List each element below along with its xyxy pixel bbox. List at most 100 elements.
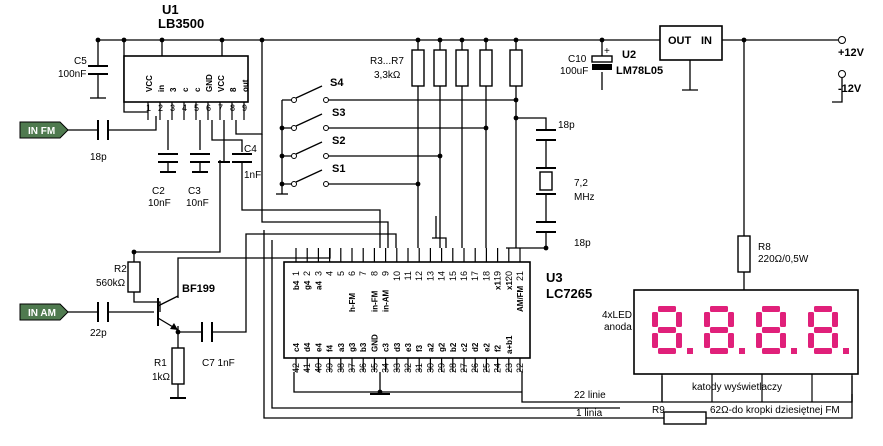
switch-icon: S4 [291, 77, 344, 103]
u3-bottom-pin-number: 38 [336, 363, 346, 373]
u3-top-pin-number: 10 [392, 271, 402, 281]
u3-bottom-pin-number: 39 [325, 363, 335, 373]
u3-top-pin-number: 14 [437, 271, 447, 281]
c3-value: 10nF [186, 198, 209, 209]
u3-top-pin-number: 3 [313, 271, 323, 276]
u3-top-pin-number: 4 [325, 271, 335, 276]
u3-bottom-pin-label: a+b1 [505, 335, 514, 354]
u3-bottom-pin-number: 37 [347, 363, 357, 373]
u3-bottom-pin-label: e2 [482, 343, 491, 352]
u2-out-label: OUT [668, 35, 692, 47]
u3-bottom-pin-label: a2 [426, 343, 435, 352]
wire-junctions [95, 37, 747, 395]
pos-12v-label: +12V [838, 47, 865, 59]
u1-pin-label: 3 [169, 87, 178, 92]
c2-ref: C2 [152, 186, 165, 197]
u3-bottom-pin-label: GND [370, 334, 379, 352]
xtal-top-cap-value: 18p [558, 120, 575, 131]
u3-bottom-pin-number: 30 [425, 363, 435, 373]
switch-icons: S4 S3 S2 S1 [276, 77, 345, 195]
switch-s2-label: S2 [332, 135, 345, 147]
display-digit [756, 306, 797, 354]
u3-top-pin-label: a4 [314, 281, 323, 290]
u3-bottom-pin-label: f4 [326, 344, 335, 352]
u3-bottom-pin-label: f3 [415, 344, 424, 352]
u3-chip: U3 LC7265 1b442c42g441d43a440e4439f4538a… [283, 248, 592, 373]
u3-bottom-pin-number: 26 [470, 363, 480, 373]
u3-top-pin-label: g4 [303, 280, 312, 290]
switch-icon: S3 [291, 107, 345, 131]
u1-pin-label: VCC [217, 75, 226, 92]
display-digit [808, 306, 849, 354]
c10-ref: C10 [568, 54, 587, 65]
u3-bottom-pin-number: 42 [291, 363, 301, 373]
xtal-bottom-cap-value: 18p [574, 238, 591, 249]
u3-top-pin-number: 13 [425, 271, 435, 281]
u1-pin-label: c [181, 87, 190, 92]
u3-top-pin-label: in-AM [382, 289, 391, 312]
c10-polarity: + [604, 46, 610, 57]
am-port-label: IN AM [28, 308, 56, 319]
u3-top-pin-number: 9 [381, 271, 391, 276]
r2-ref: R2 [114, 264, 127, 275]
resistor-icons: R3...R7 3,3kΩ R2 560kΩ R1 1kΩ R8 220Ω/0,… [96, 49, 840, 425]
u3-bottom-pin-label: g3 [348, 342, 357, 352]
u3-bottom-pin-number: 29 [437, 363, 447, 373]
u3-top-pin-label: x1' [505, 279, 514, 290]
u3-top-pin-number: 20 [504, 271, 514, 281]
u3-top-pin-number: 21 [515, 271, 525, 281]
u2-in-label: IN [701, 35, 712, 47]
u3-bottom-pin-label: c4 [292, 343, 301, 352]
u3-bottom-pin-label: e3 [404, 343, 413, 352]
u3-bottom-pin-label: g2 [438, 342, 447, 352]
c2-value: 10nF [148, 198, 171, 209]
u3-top-pin-number: 7 [358, 271, 368, 276]
u3-bottom-pin-label: d2 [471, 342, 480, 352]
u3-bottom-pin-number: 25 [481, 363, 491, 373]
u1-pin-label: VCC [145, 75, 154, 92]
r1-value: 1kΩ [152, 372, 171, 383]
u3-bottom-pin-label: d3 [393, 342, 402, 352]
u3-top-pin-number: 15 [448, 271, 458, 281]
crystal-unit: MHz [574, 192, 595, 203]
r9-ref: R9 [652, 405, 665, 416]
crystal-frequency: 7,2 [574, 178, 588, 189]
r3-r7-ref: R3...R7 [370, 56, 404, 67]
u3-bottom-pin-number: 27 [459, 363, 469, 373]
c3-ref: C3 [188, 186, 201, 197]
display-digit [652, 306, 693, 354]
capacitor-icons: C5 100nF 18p C2 10nF C3 10nF C4 1nF + C1… [58, 46, 613, 369]
u3-bottom-pin-number: 41 [302, 363, 312, 373]
ground-icon [160, 161, 390, 399]
u3-bottom-pin-number: 34 [381, 363, 391, 373]
c5-value: 100nF [58, 69, 86, 80]
u3-top-pin-number: 17 [470, 271, 480, 281]
u3-bottom-pin-number: 28 [448, 363, 458, 373]
u2-ref: U2 [622, 49, 636, 61]
c10-value: 100uF [560, 66, 588, 77]
u3-bottom-pin-number: 24 [493, 363, 503, 373]
u3-top-pin-label: in-FM [370, 290, 379, 312]
switch-s3-label: S3 [332, 107, 345, 119]
u3-top-pin-number: 16 [459, 271, 469, 281]
am-input-cap-value: 22p [90, 328, 107, 339]
u3-top-pin-number: 2 [302, 271, 312, 276]
u3-top-pin-number: 19 [493, 271, 503, 281]
u3-bottom-pin-number: 36 [358, 363, 368, 373]
c4-value: 1nF [244, 170, 261, 181]
u1-pin-label: 8 [229, 87, 238, 92]
u3-bottom-pin-label: f2 [494, 344, 503, 352]
fm-input-cap-value: 18p [90, 152, 107, 163]
u3-bottom-pin-label: c3 [382, 343, 391, 352]
display-digit [704, 306, 745, 354]
u1-part: LB3500 [158, 16, 204, 31]
switch-icon: S2 [291, 135, 345, 159]
display-desc-2: anoda [604, 322, 632, 333]
u2-part: LM78L05 [616, 65, 663, 77]
c5-ref: C5 [74, 56, 87, 67]
switch-s4-label: S4 [330, 77, 344, 89]
transistor-part: BF199 [182, 283, 215, 295]
c7-ref: C7 1nF [202, 358, 235, 369]
switch-icon: S1 [291, 163, 345, 187]
